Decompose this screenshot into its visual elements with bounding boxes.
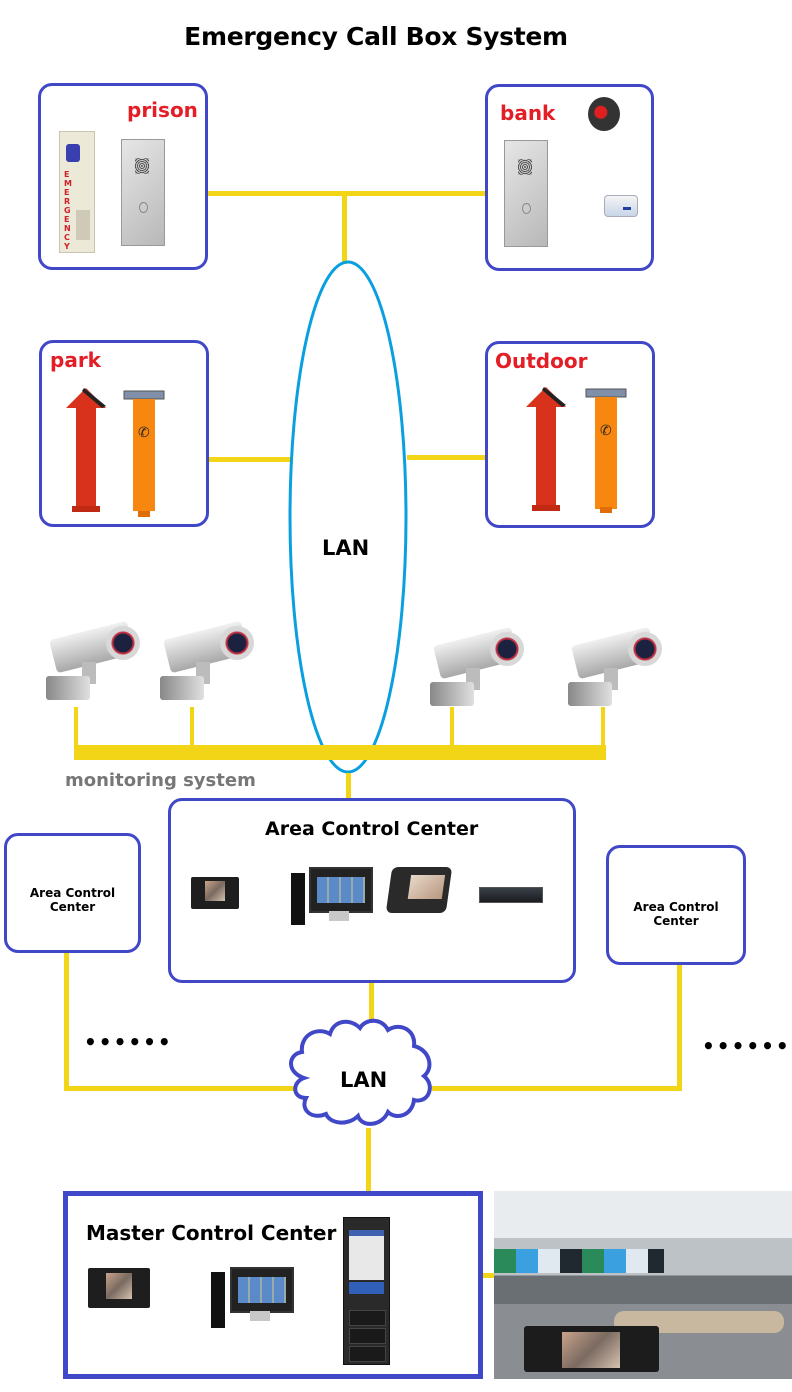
- camera-drop-2: [190, 707, 194, 755]
- rack-server-icon: [479, 887, 543, 903]
- lan-label-top: LAN: [322, 536, 370, 560]
- link-right-cloud: [432, 1086, 682, 1091]
- link-master-photo: [481, 1273, 495, 1278]
- area-control-center-left-box[interactable]: Area Control Center: [4, 833, 141, 953]
- link-prison-bank: [205, 191, 487, 196]
- lan-cloud-label: LAN: [340, 1068, 388, 1092]
- area-control-center-right-box[interactable]: Area Control Center: [606, 845, 746, 965]
- area-control-center-box[interactable]: Area Control Center: [168, 798, 576, 983]
- red-call-pillar-icon: [66, 388, 106, 512]
- diagram-title: Emergency Call Box System: [184, 22, 568, 51]
- dispatch-console-icon: [191, 877, 239, 909]
- link-right-acc: [677, 964, 682, 1091]
- link-left-cloud: [64, 1086, 304, 1091]
- link-cloud-master: [366, 1128, 371, 1194]
- master-control-center-title: Master Control Center: [86, 1221, 337, 1245]
- dispatch-console-icon: [524, 1326, 659, 1372]
- link-outdoor-lan: [407, 455, 487, 460]
- alarm-siren-icon: [588, 97, 620, 131]
- orange-solar-call-pillar-icon: ✆: [585, 388, 627, 513]
- site-box-park[interactable]: park ✆: [39, 340, 209, 527]
- cctv-camera-icon: [158, 612, 258, 704]
- camera-drop-3: [450, 707, 454, 755]
- svg-text:✆: ✆: [138, 425, 150, 441]
- svg-text:✆: ✆: [600, 423, 612, 439]
- sensor-icon: [604, 195, 638, 217]
- more-centers-right-ellipsis: ••••••: [702, 1034, 791, 1058]
- camera-drop-4: [601, 707, 605, 755]
- site-label-prison: prison: [127, 98, 198, 122]
- video-phone-icon: [385, 867, 453, 913]
- link-lan-acc: [346, 773, 351, 801]
- desktop-computer-icon: [291, 873, 305, 925]
- link-park-lan: [206, 457, 292, 462]
- camera-drop-1: [74, 707, 78, 755]
- link-left-acc: [64, 952, 69, 1091]
- monitor-stand: [250, 1311, 270, 1321]
- monitoring-bus: [74, 745, 606, 760]
- monitor-stand: [329, 911, 349, 921]
- intercom-panel-icon: [121, 139, 165, 246]
- master-control-center-box[interactable]: Master Control Center: [63, 1191, 483, 1379]
- control-room-photo: [494, 1191, 792, 1379]
- site-label-outdoor: Outdoor: [495, 349, 588, 373]
- monitoring-system-label: monitoring system: [65, 770, 256, 791]
- site-box-bank[interactable]: bank: [485, 84, 654, 271]
- area-control-center-right-label: Area Control Center: [633, 900, 719, 928]
- intercom-panel-icon: [504, 140, 548, 247]
- desktop-monitor-icon: [309, 867, 373, 913]
- cctv-camera-icon: [44, 612, 144, 704]
- lan-ellipse: [288, 260, 408, 774]
- cctv-camera-icon: [566, 618, 666, 710]
- site-label-park: park: [50, 348, 101, 372]
- area-control-center-left-label: Area Control Center: [29, 886, 116, 914]
- red-call-pillar-icon: [526, 387, 566, 511]
- link-to-lan-top: [342, 194, 347, 264]
- area-control-center-title: Area Control Center: [265, 818, 479, 840]
- lan-cloud-shape: [289, 1018, 432, 1126]
- desktop-monitor-icon: [230, 1267, 294, 1313]
- server-cabinet-icon: [343, 1217, 390, 1365]
- site-label-bank: bank: [500, 101, 556, 125]
- cctv-camera-icon: [428, 618, 528, 710]
- video-wall: [494, 1249, 664, 1273]
- link-acc-cloud: [369, 981, 374, 1023]
- desktop-computer-icon: [211, 1272, 225, 1328]
- site-box-outdoor[interactable]: Outdoor ✆: [485, 341, 655, 528]
- more-centers-left-ellipsis: ••••••: [84, 1030, 173, 1054]
- dispatch-console-icon: [88, 1268, 150, 1308]
- orange-solar-call-pillar-icon: ✆: [123, 390, 165, 517]
